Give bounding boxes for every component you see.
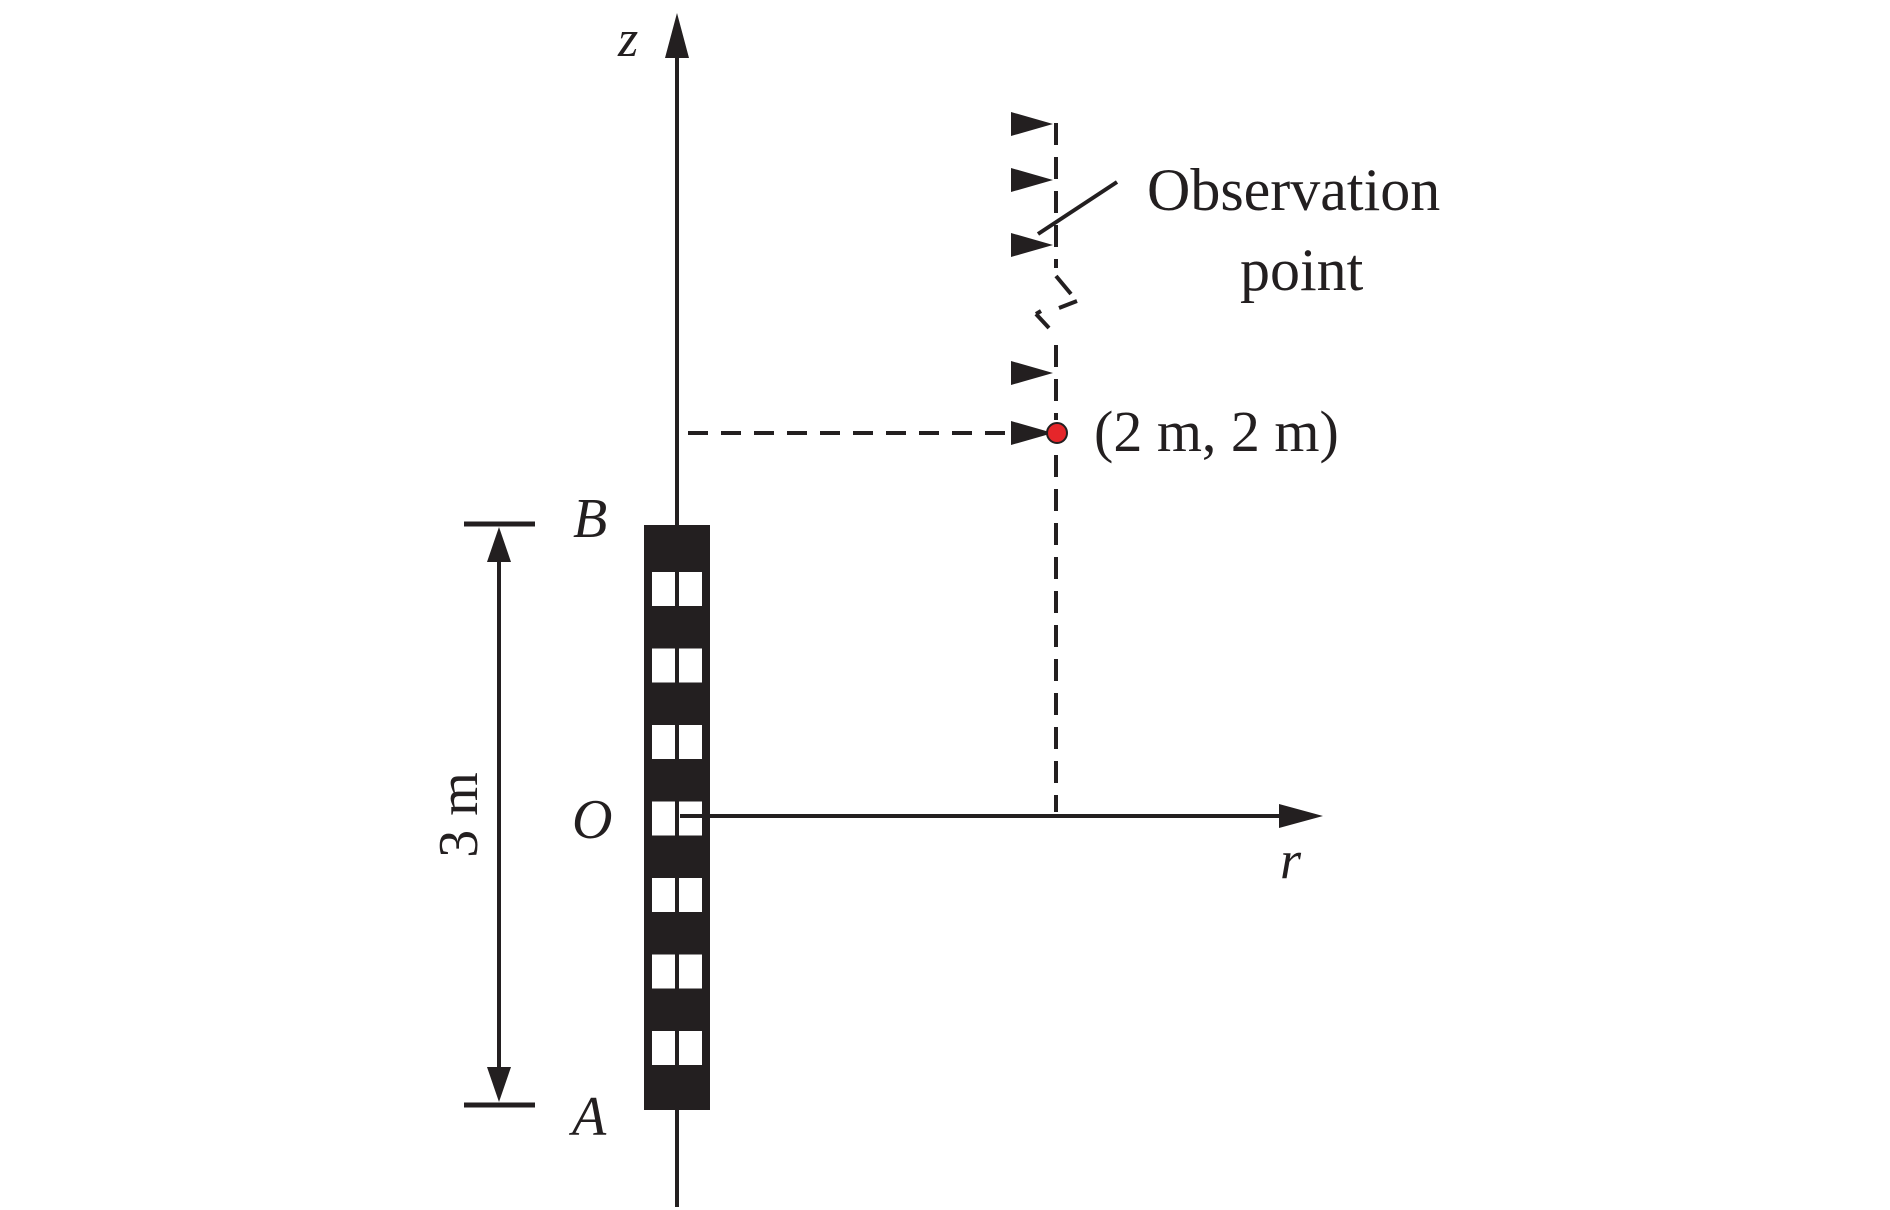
break-mark [1034, 312, 1051, 330]
bottom-point-label: A [568, 1086, 607, 1148]
origin-label: O [572, 789, 612, 851]
dimension-up-arrow-icon [487, 527, 511, 562]
r-axis: r O [572, 789, 1323, 890]
building-window [652, 954, 675, 989]
z-axis-arrowhead-icon [665, 13, 689, 58]
height-label: 3 m [428, 772, 490, 858]
observation-path-arrow-icon [1011, 233, 1053, 257]
observation-path-arrow-icon [1011, 168, 1053, 192]
building-window [679, 878, 702, 912]
building-window [679, 572, 702, 606]
vertical-guide [1011, 112, 1078, 812]
building-window [679, 1031, 702, 1065]
building-window [679, 954, 702, 989]
building-window [652, 648, 675, 683]
building-window [679, 648, 702, 683]
building-windows [652, 572, 702, 1065]
break-mark [1058, 299, 1078, 310]
break-mark [1034, 309, 1043, 316]
dimension-down-arrow-icon [487, 1067, 511, 1102]
break-mark [1054, 274, 1073, 296]
observation-path-arrow-icon [1011, 361, 1053, 385]
building-window [652, 1031, 675, 1065]
building-window [652, 878, 675, 912]
observation-callout: Observation point [1036, 157, 1440, 303]
observation-point-marker [1046, 422, 1068, 444]
r-axis-label: r [1280, 830, 1302, 890]
horizontal-guide [688, 421, 1053, 445]
top-point-label: B [573, 488, 607, 550]
building-window [652, 572, 675, 606]
callout-leader-line [1036, 180, 1119, 236]
observation-coordinate-label: (2 m, 2 m) [1094, 399, 1339, 464]
building-window [652, 725, 675, 759]
height-dimension: 3 m [428, 521, 535, 1108]
z-axis-label: z [617, 11, 638, 68]
r-axis-arrowhead-icon [1279, 804, 1323, 828]
observation-point: (2 m, 2 m) [1046, 399, 1339, 464]
building-window [679, 801, 702, 836]
callout-text-line1: Observation [1147, 157, 1440, 223]
building-window [679, 725, 702, 759]
observation-path-arrow-icon [1011, 112, 1053, 136]
building-window [652, 801, 675, 836]
callout-text-line2: point [1240, 237, 1364, 303]
horizontal-guide-arrowhead-icon [1011, 421, 1053, 445]
